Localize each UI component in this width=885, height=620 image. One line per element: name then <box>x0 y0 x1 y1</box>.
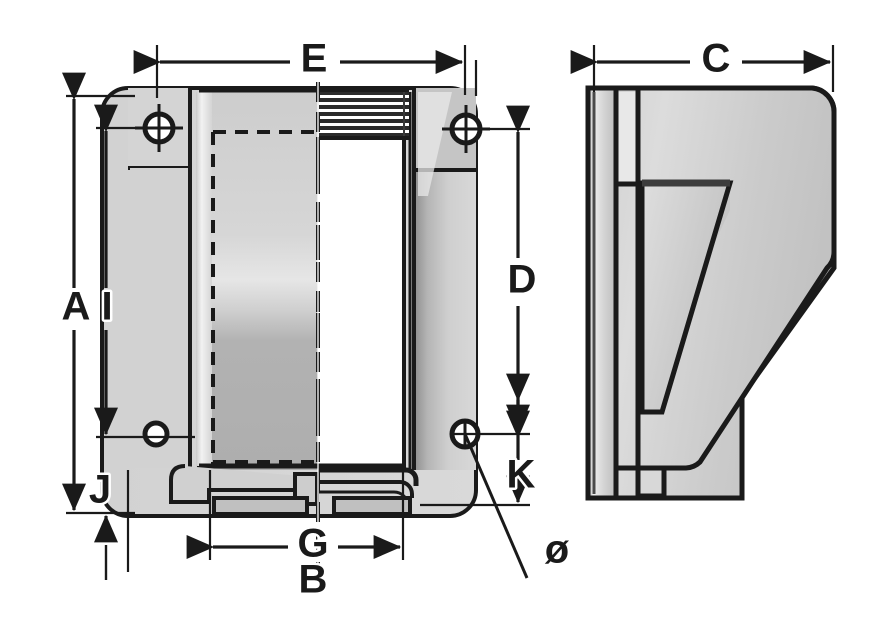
side-recess-fill <box>616 92 638 184</box>
hidden-edge-dashed <box>213 130 320 462</box>
left-flange-band <box>130 168 188 468</box>
front-section-view <box>100 82 490 572</box>
right-rib-highlight <box>418 92 452 196</box>
dimension-label-J: J <box>89 468 111 512</box>
dimension-label-diameter: ø <box>545 528 570 572</box>
bore-section-left <box>199 90 318 470</box>
dimension-label-I: I <box>101 285 112 329</box>
bore-open-right <box>318 138 404 470</box>
diameter-leader <box>463 433 529 579</box>
dimension-label-A: A <box>62 285 91 329</box>
dimension-label-G: G <box>297 522 328 566</box>
thread-detail <box>319 88 409 140</box>
side-profile-view <box>585 85 837 501</box>
dimension-label-E: E <box>301 37 328 81</box>
side-foot <box>635 465 667 499</box>
side-back-plate <box>585 85 619 501</box>
dimension-layer: E C A I J D <box>59 34 835 604</box>
dimension-label-K: K <box>507 453 536 497</box>
plain-hole-bottom-left <box>142 420 170 448</box>
foot-pad-left <box>212 496 309 516</box>
bore-wall-highlight <box>196 92 212 470</box>
dimension-label-B: B <box>299 558 328 602</box>
bottom-section-detail <box>169 463 419 516</box>
side-recess-edge <box>613 92 642 187</box>
dimension-label-C: C <box>702 37 731 81</box>
dimension-label-D: D <box>508 258 537 302</box>
foot-pad-right <box>332 496 412 516</box>
